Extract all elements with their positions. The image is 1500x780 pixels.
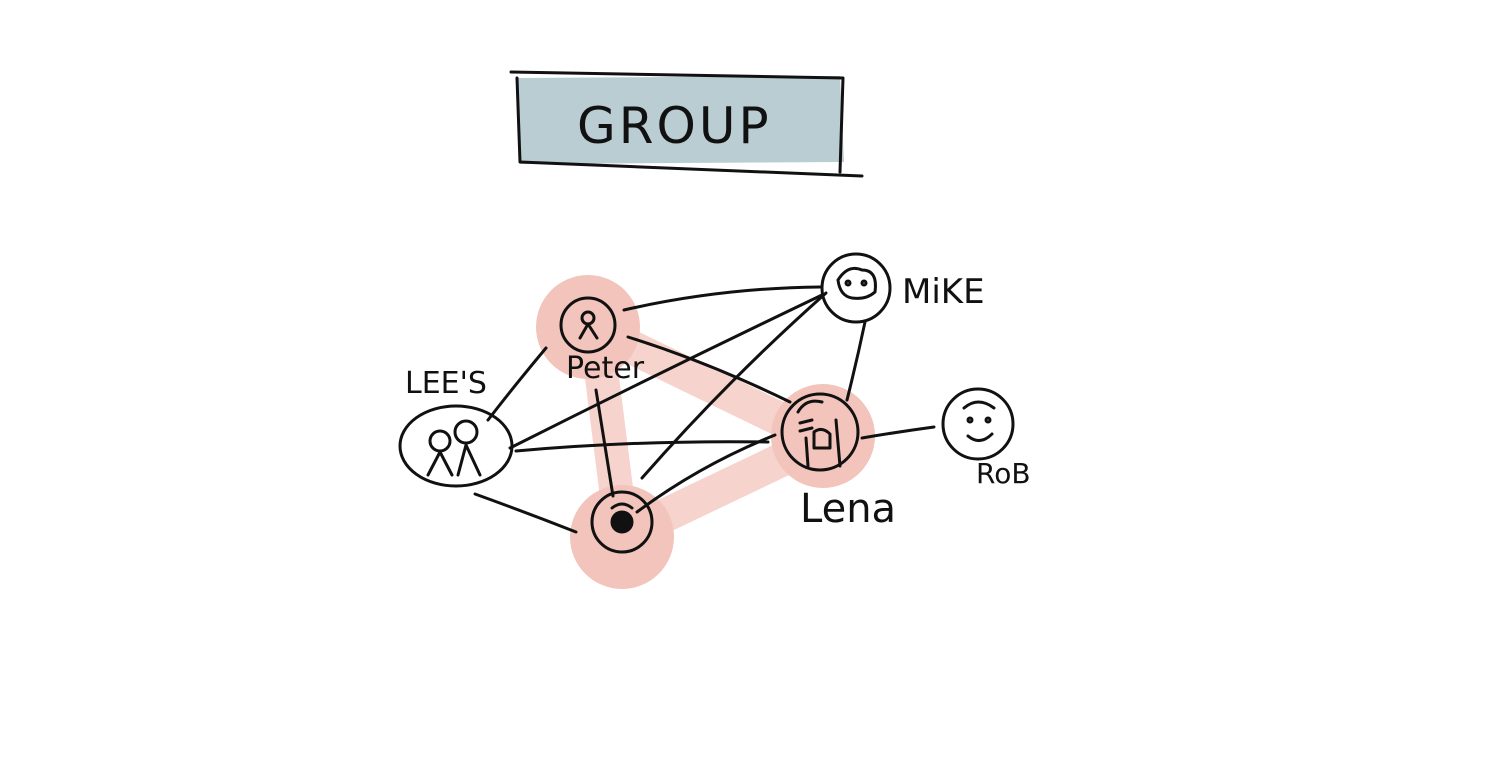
edge-mike-unlabeled <box>640 291 828 480</box>
node-peter: Peter <box>559 296 645 386</box>
edge-peter-lena <box>626 335 792 404</box>
edge-peter-mike <box>622 285 822 312</box>
lena-label: Lena <box>800 486 896 532</box>
node-rob: RoB <box>941 387 1031 490</box>
lees-label: LEE'S <box>405 366 487 401</box>
group-title: GROUP <box>577 97 772 155</box>
couple-avatar-icon <box>398 404 514 488</box>
node-unlabeled <box>590 490 654 554</box>
smiling-face-avatar-icon <box>941 387 1015 461</box>
title-box-fill <box>516 76 844 164</box>
highlighted-path-triangle <box>579 313 840 553</box>
person-avatar-icon <box>559 296 617 354</box>
connections <box>473 285 936 534</box>
highlight-layer <box>536 275 875 589</box>
node-lees: LEE'S <box>398 366 514 488</box>
edge-peter-unlabeled <box>594 388 615 498</box>
edge-lees-unlabeled <box>473 492 578 534</box>
small-face-avatar-icon <box>590 490 654 554</box>
edge-lees-mike <box>508 293 824 450</box>
node-lena: Lena <box>780 392 896 532</box>
rob-label: RoB <box>976 457 1031 490</box>
long-hair-avatar-icon <box>780 392 860 472</box>
group-title-box: GROUP <box>509 70 864 178</box>
edge-lena-unlabeled <box>635 433 777 514</box>
edge-mike-lena <box>845 320 867 402</box>
unlabeled-highlight <box>570 485 674 589</box>
edge-lees-lena <box>514 440 770 453</box>
edge-lena-rob <box>860 425 936 440</box>
edge-lees-peter <box>486 346 548 422</box>
peter-label: Peter <box>566 351 645 386</box>
face-avatar-icon <box>820 252 892 324</box>
title-box-outline <box>509 70 864 178</box>
mike-label: MiKE <box>902 272 985 312</box>
node-mike: MiKE <box>820 252 985 324</box>
